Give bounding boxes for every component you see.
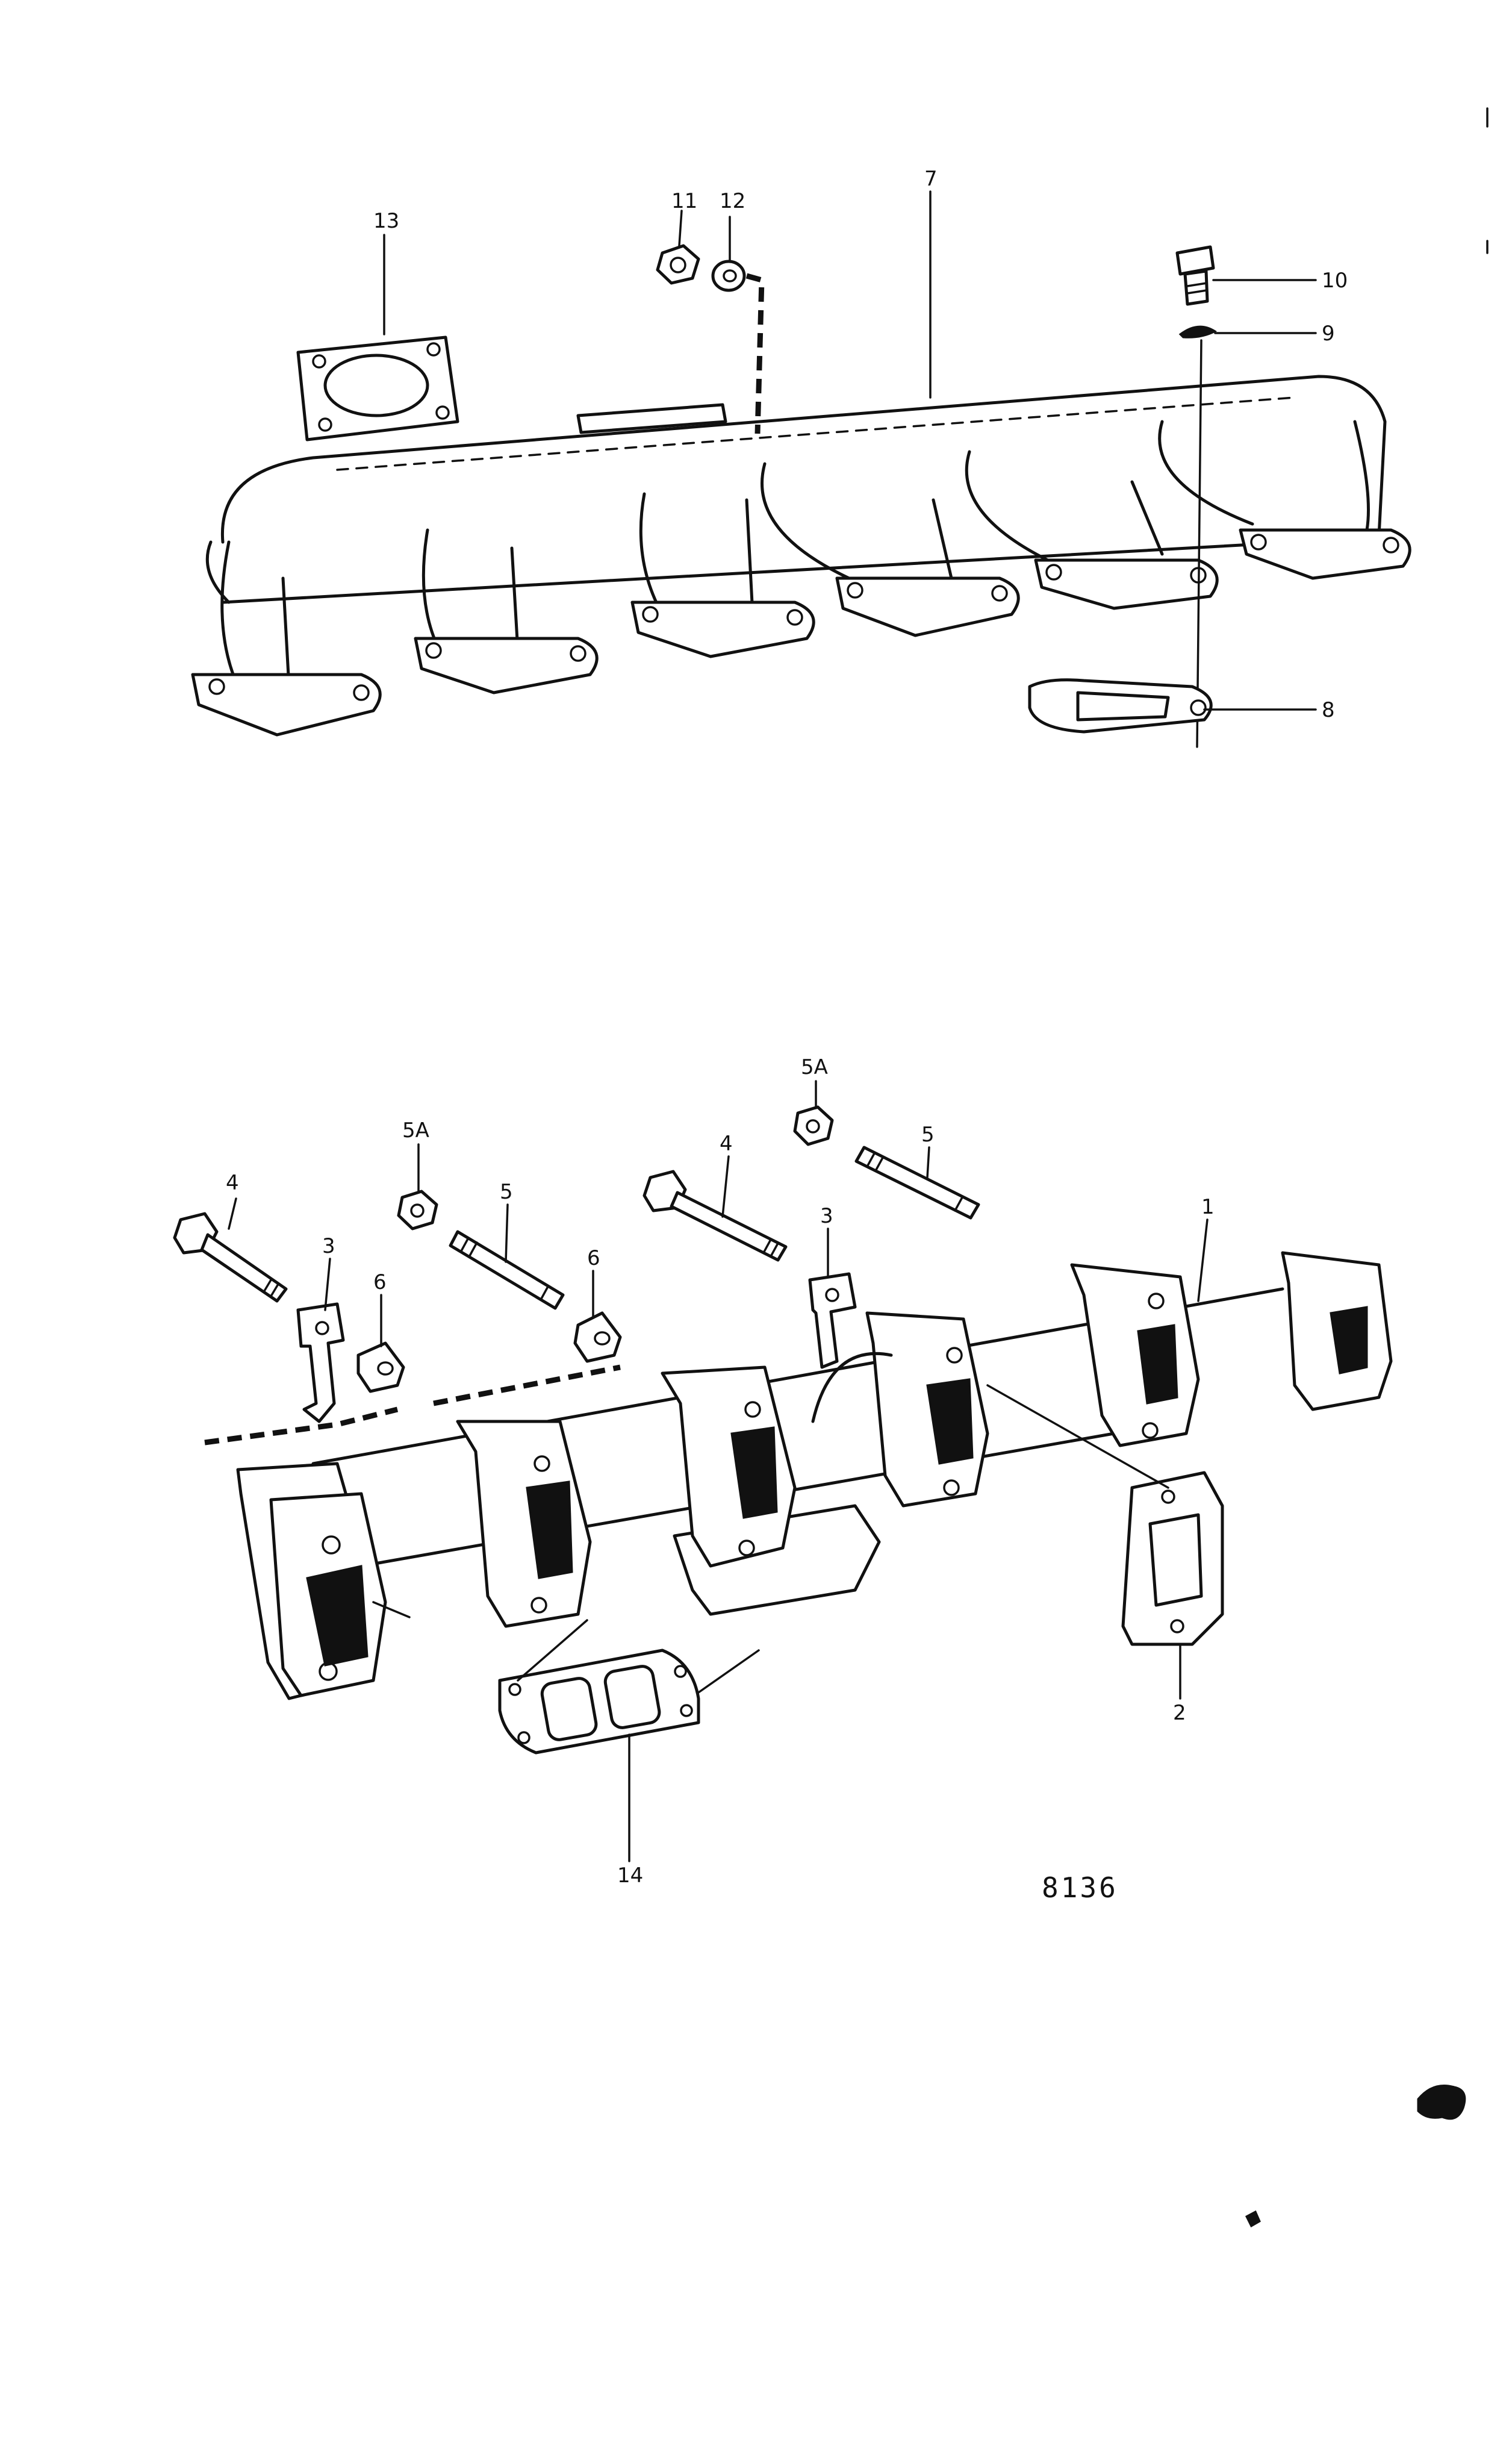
assembly-line-gasket14-right — [697, 1649, 760, 1694]
assembly-line-gasket2 — [986, 1384, 1169, 1489]
bolt-10 — [1175, 245, 1215, 306]
nut-5A-left — [397, 1190, 438, 1231]
port-gasket-2 — [1121, 1471, 1224, 1646]
leader-11 — [678, 210, 683, 247]
bolt-4-left — [173, 1212, 288, 1303]
callout-14: 14 — [617, 1864, 643, 1888]
port-gasket-8 — [1028, 678, 1213, 734]
callout-11: 11 — [671, 189, 697, 213]
scan-blot — [1417, 2085, 1466, 2120]
callout-6-right: 6 — [587, 1246, 600, 1270]
callout-5A-left: 5A — [402, 1118, 429, 1143]
callout-6-left: 6 — [373, 1270, 387, 1294]
leader-4-right — [721, 1155, 730, 1218]
clamp-3-right — [808, 1272, 857, 1369]
washer-12 — [711, 260, 746, 292]
callout-3-left: 3 — [322, 1234, 335, 1258]
stud-5-right — [854, 1146, 980, 1220]
callout-12: 12 — [720, 189, 745, 213]
inlet-gasket-13 — [296, 335, 459, 441]
figure-number: 8136 — [1042, 1871, 1118, 1904]
assembly-line-left — [204, 1406, 399, 1446]
clamp-3-left — [296, 1302, 345, 1423]
leader-1 — [1197, 1218, 1209, 1302]
leader-5-right — [926, 1146, 930, 1179]
assembly-line-center — [433, 1364, 621, 1406]
callout-5A-right: 5A — [801, 1055, 828, 1079]
assembly-line-gasket14-left — [517, 1619, 588, 1682]
callout-10: 10 — [1322, 269, 1348, 293]
callout-9: 9 — [1322, 322, 1335, 346]
bolt-axis-line — [1196, 339, 1202, 748]
callout-3-right: 3 — [820, 1204, 833, 1228]
callout-5-right: 5 — [921, 1123, 935, 1147]
bottom-exhaust-manifold — [236, 1251, 1393, 1700]
outlet-gasket-14 — [498, 1649, 700, 1755]
lock-washer-9 — [1178, 325, 1217, 338]
callout-13: 13 — [373, 209, 399, 233]
nut-5A-right — [793, 1105, 834, 1146]
scan-speck — [1245, 2210, 1261, 2228]
nut-11 — [656, 244, 700, 285]
callout-4-right: 4 — [720, 1132, 733, 1156]
callout-4-left: 4 — [226, 1171, 239, 1195]
callout-7: 7 — [924, 167, 938, 191]
callout-1: 1 — [1201, 1195, 1215, 1219]
leader-3-left — [324, 1258, 331, 1311]
callout-2: 2 — [1173, 1701, 1186, 1725]
callout-5-left: 5 — [500, 1180, 513, 1204]
leader-4-left — [228, 1197, 237, 1230]
assembly-line-front — [372, 1601, 411, 1618]
top-exhaust-manifold — [191, 375, 1411, 737]
spacer-6-left — [356, 1341, 405, 1393]
assembly-line-11-12 — [745, 273, 765, 434]
stud-5-left — [449, 1230, 565, 1310]
bolt-4-right — [642, 1170, 788, 1262]
spacer-6-right — [573, 1311, 622, 1363]
callout-8: 8 — [1322, 698, 1335, 722]
leader-5-left — [505, 1203, 509, 1263]
